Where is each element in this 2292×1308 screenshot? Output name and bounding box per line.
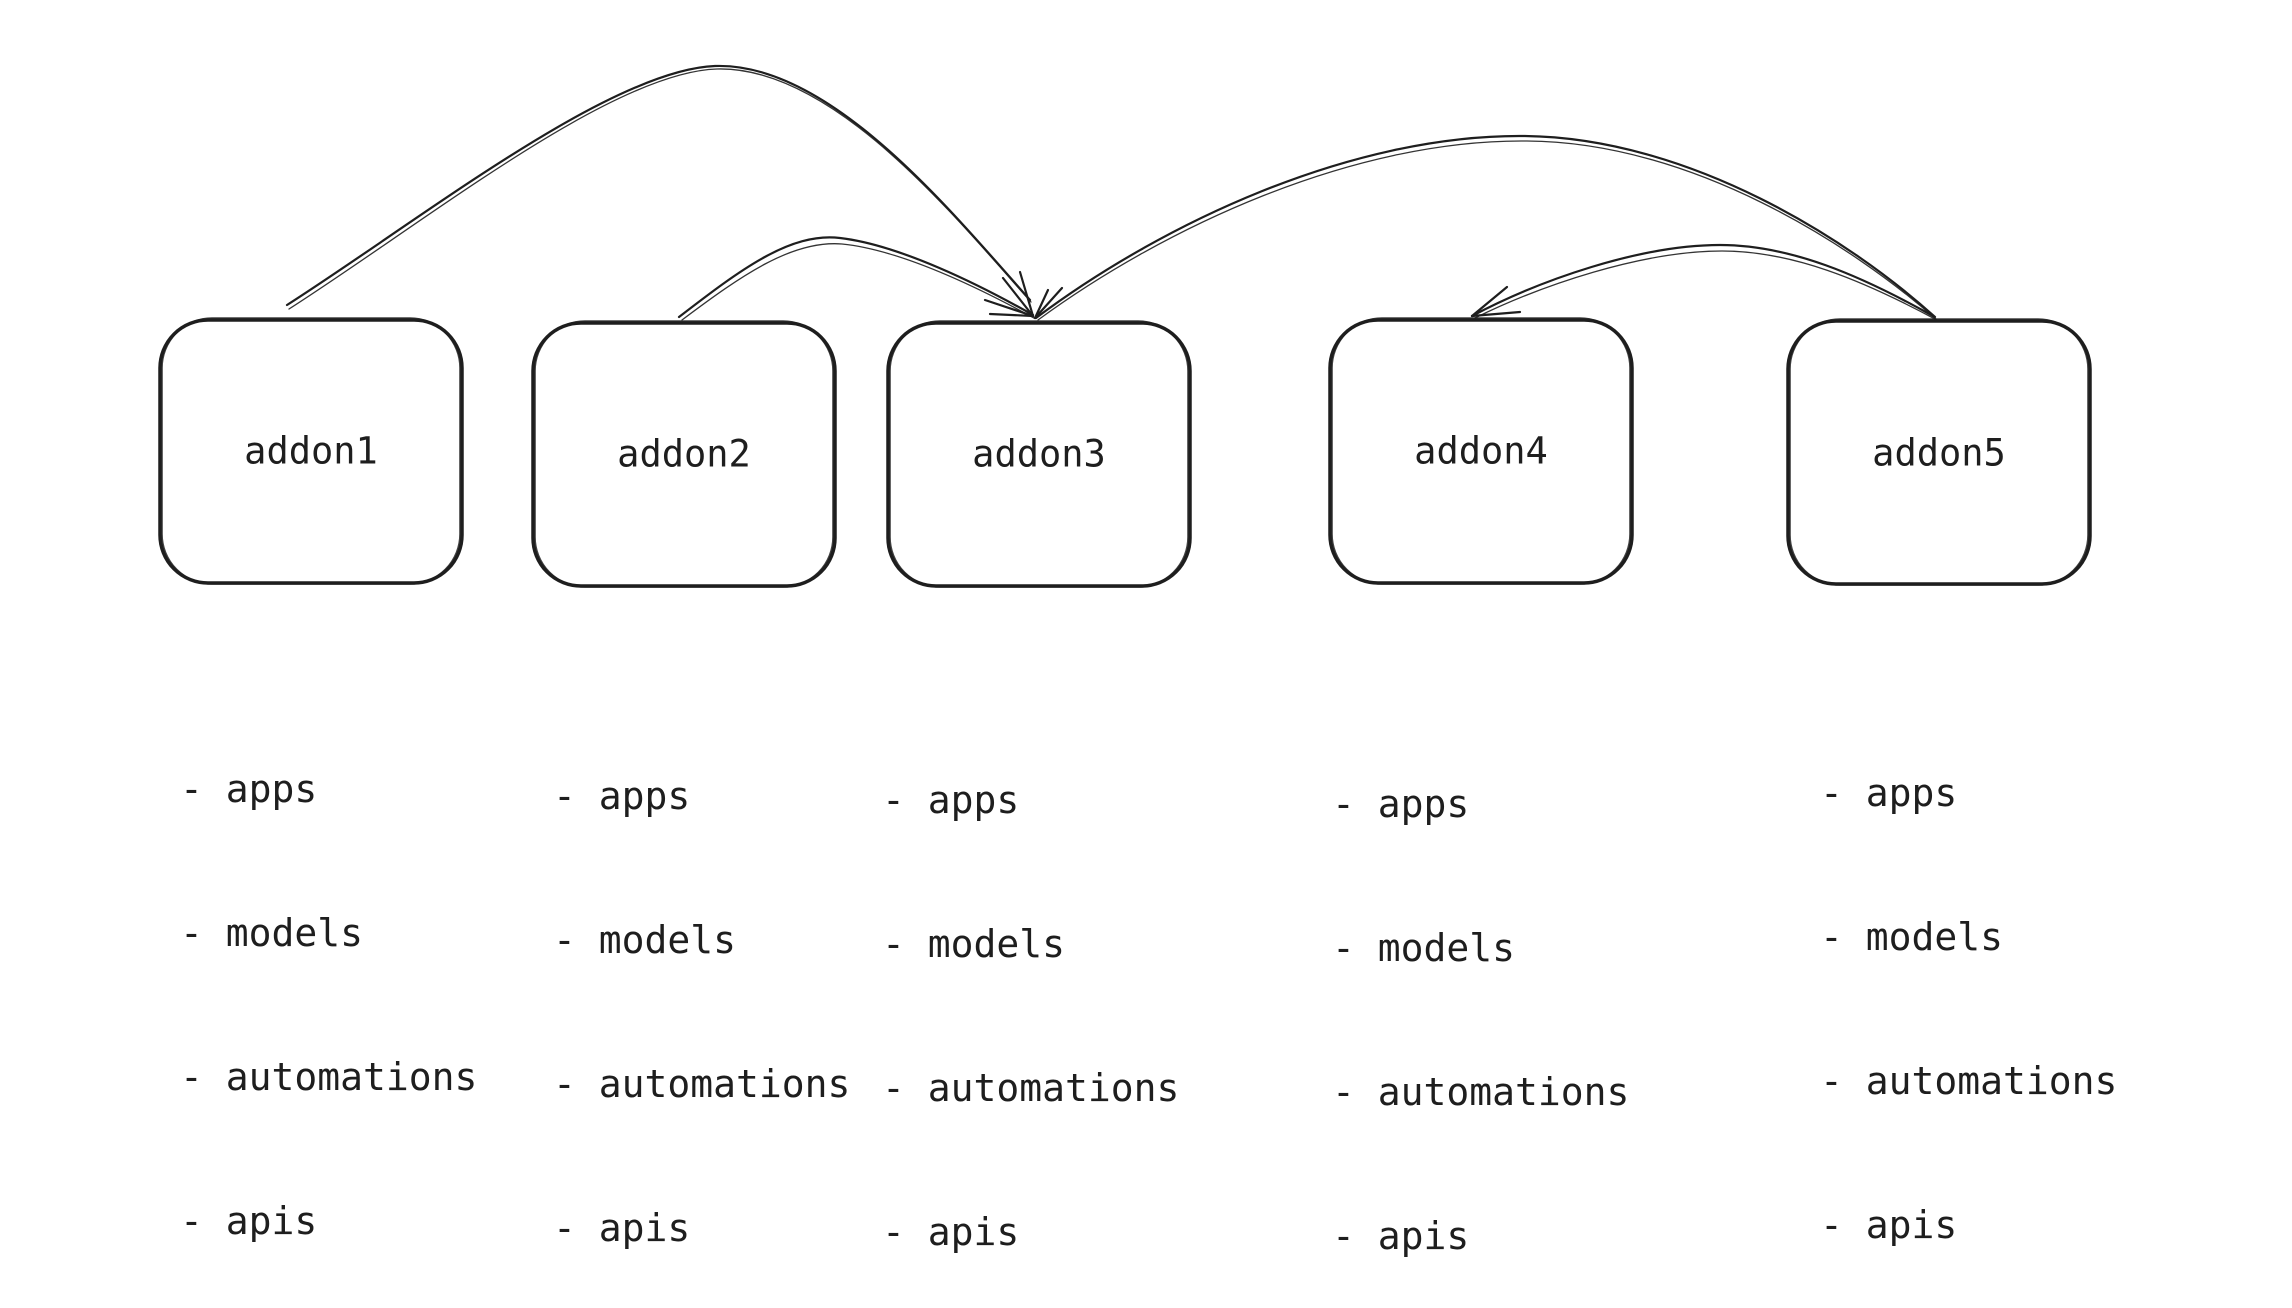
node-label-addon3: addon3	[972, 433, 1106, 476]
node-addon1: addon1	[158, 317, 464, 585]
node-label-addon1: addon1	[244, 430, 378, 473]
list-item: - apps	[1332, 782, 1470, 826]
node-addon4: addon4	[1328, 317, 1634, 585]
list-item: - automations	[180, 1055, 478, 1099]
node-label-addon4: addon4	[1414, 430, 1548, 473]
list-item: - models	[553, 918, 737, 962]
list-item: - apis	[553, 1206, 691, 1250]
arrowhead-into-addon3	[983, 270, 1064, 320]
edge-addon2-to-addon3	[677, 236, 1035, 321]
arrowhead-into-addon4	[1470, 285, 1522, 318]
list-item: - automations	[1332, 1070, 1630, 1114]
list-item: - apis	[882, 1210, 1020, 1254]
list-item: - apps	[1820, 771, 1958, 815]
feature-list-addon3: - apps - models - automations - apis	[882, 680, 1179, 1304]
feature-list-addon1: - apps - models - automations - apis	[180, 669, 477, 1293]
feature-list-addon4: - apps - models - automations - apis	[1332, 684, 1629, 1308]
edge-addon1-to-addon3	[285, 64, 1032, 310]
list-item: - apis	[1820, 1203, 1958, 1247]
node-label-addon2: addon2	[617, 433, 751, 476]
list-item: - automations	[1820, 1059, 2118, 1103]
list-item: - models	[180, 911, 364, 955]
list-item: - models	[1332, 926, 1516, 970]
list-item: - apps	[882, 778, 1020, 822]
node-addon5: addon5	[1786, 318, 2092, 586]
node-addon3: addon3	[886, 320, 1192, 588]
node-addon2: addon2	[531, 320, 837, 588]
feature-list-addon2: - apps - models - automations - apis	[553, 676, 850, 1300]
list-item: - automations	[882, 1066, 1180, 1110]
list-item: - apis	[1332, 1214, 1470, 1258]
edge-addon5-to-addon4	[1470, 243, 1936, 320]
list-item: - automations	[553, 1062, 851, 1106]
list-item: - models	[882, 922, 1066, 966]
dependency-diagram: addon1 addon2 addon3 addon4 addon5	[158, 64, 2092, 588]
list-item: - models	[1820, 915, 2004, 959]
list-item: - apps	[180, 767, 318, 811]
edge-addon5-to-addon3	[1034, 134, 1938, 321]
feature-list-addon5: - apps - models - automations - apis	[1820, 673, 2117, 1297]
list-item: - apis	[180, 1199, 318, 1243]
list-item: - apps	[553, 774, 691, 818]
node-label-addon5: addon5	[1872, 432, 2006, 475]
